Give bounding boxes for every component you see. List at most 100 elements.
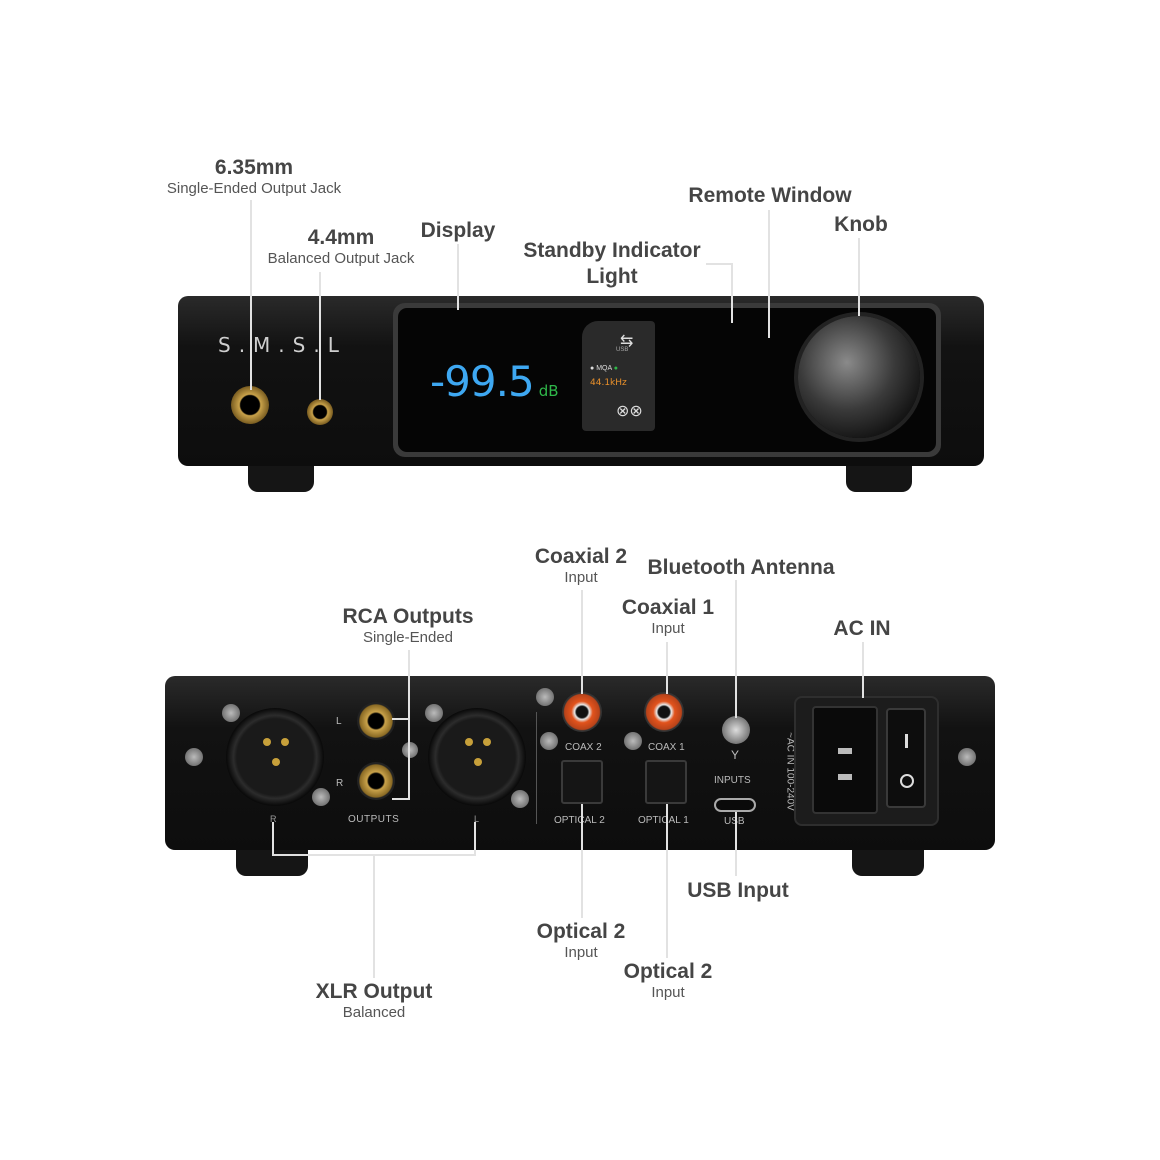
coax1-jack[interactable]: [644, 692, 684, 732]
leader-rca-bottom: [392, 798, 410, 800]
leader-remote: [768, 210, 770, 338]
usb-text: USB: [724, 816, 745, 827]
label-standby-line2: Light: [586, 265, 638, 288]
optical2-text: OPTICAL 2: [554, 815, 605, 826]
inputs-text: INPUTS: [714, 775, 751, 786]
antenna-icon: Y: [731, 748, 740, 762]
rca-right-text: R: [336, 778, 344, 789]
label-635-sub: Single-Ended Output Jack: [166, 180, 342, 197]
leader-usb: [735, 812, 737, 876]
xlr-output-left[interactable]: [428, 708, 526, 806]
label-knob: Knob: [811, 213, 911, 237]
xlr-output-right[interactable]: [226, 708, 324, 806]
leader-xlr-v: [373, 854, 375, 978]
leader-635: [250, 200, 252, 390]
brand-logo: S.M.S.L: [218, 333, 347, 357]
rca-left-text: L: [336, 716, 342, 727]
usb-small-label: USB: [616, 347, 629, 353]
optical2-port[interactable]: [561, 760, 603, 804]
label-opt2a-sub: Input: [564, 944, 598, 961]
volume-unit: dB: [538, 382, 559, 400]
coax1-text: COAX 1: [648, 742, 685, 753]
leader-display: [457, 244, 459, 310]
label-knob-title: Knob: [834, 213, 888, 236]
label-display: Display: [408, 219, 508, 243]
screw: [536, 688, 554, 706]
label-opt2b-sub: Input: [651, 984, 685, 1001]
optical1-port[interactable]: [645, 760, 687, 804]
label-acin-title: AC IN: [833, 617, 891, 640]
sample-rate: 44.1kHz: [590, 378, 627, 388]
leader-rca-v: [408, 650, 410, 800]
leader-xlr-l: [272, 822, 274, 856]
label-44-title: 4.4mm: [307, 226, 375, 249]
screw: [958, 748, 976, 766]
ac-inlet[interactable]: [812, 706, 878, 814]
label-coax1: Coaxial 1 Input: [598, 596, 738, 638]
label-coax2-title: Coaxial 2: [534, 545, 628, 568]
volume-readout: -99.5 dB: [430, 357, 559, 406]
power-off-mark: [900, 774, 914, 788]
label-opt2b-title: Optical 2: [623, 960, 713, 983]
leader-bt: [735, 580, 737, 718]
label-rca-title: RCA Outputs: [342, 605, 474, 628]
coax2-text: COAX 2: [565, 742, 602, 753]
jack-44mm[interactable]: [307, 399, 333, 425]
label-44-sub: Balanced Output Jack: [267, 250, 415, 267]
leader-coax1: [666, 642, 668, 694]
label-display-title: Display: [420, 219, 496, 242]
label-acin: AC IN: [812, 617, 912, 641]
rca-output-left[interactable]: [357, 702, 395, 740]
leader-knob: [858, 238, 860, 316]
xlr-output-icon: ⊗⊗: [616, 403, 643, 420]
usb-icon: ⇆: [620, 333, 634, 350]
label-xlr-sub: Balanced: [342, 1004, 406, 1021]
power-switch[interactable]: [886, 708, 926, 808]
leader-44: [319, 272, 321, 400]
coax2-jack[interactable]: [562, 692, 602, 732]
leader-rca-top: [392, 718, 410, 720]
leader-opt2b: [666, 804, 668, 958]
outputs-text: OUTPUTS: [348, 814, 400, 825]
screw: [425, 704, 443, 722]
leader-opt2a: [581, 804, 583, 918]
label-standby: Standby Indicator Light: [512, 239, 712, 289]
status-panel: ⇆ USB ● MQA ● 44.1kHz ⊗⊗: [582, 321, 655, 431]
screw: [312, 788, 330, 806]
label-635-title: 6.35mm: [214, 156, 294, 179]
label-opt2b: Optical 2 Input: [598, 960, 738, 1002]
label-coax1-sub: Input: [651, 620, 685, 637]
label-coax2-sub: Input: [564, 569, 598, 586]
label-xlr: XLR Output Balanced: [294, 980, 454, 1022]
label-standby-line1: Standby Indicator: [523, 239, 701, 262]
label-usb-title: USB Input: [687, 879, 789, 902]
jack-635mm[interactable]: [231, 386, 269, 424]
screw: [185, 748, 203, 766]
bluetooth-antenna-connector[interactable]: [722, 716, 750, 744]
leader-xlr-r: [474, 822, 476, 856]
label-635: 6.35mm Single-Ended Output Jack: [154, 156, 354, 198]
panel-divider: [536, 712, 537, 824]
leader-coax2: [581, 590, 583, 694]
label-bt: Bluetooth Antenna: [636, 556, 846, 580]
volume-value: -99.5: [430, 357, 535, 406]
screw: [222, 704, 240, 722]
xlr-left-text: L: [474, 814, 480, 824]
leader-standby-h: [706, 263, 733, 265]
optical1-text: OPTICAL 1: [638, 815, 689, 826]
screw: [540, 732, 558, 750]
leader-acin: [862, 642, 864, 698]
screw: [402, 742, 418, 758]
screw: [624, 732, 642, 750]
rca-output-right[interactable]: [357, 762, 395, 800]
label-remote-title: Remote Window: [688, 184, 852, 207]
label-rca: RCA Outputs Single-Ended: [308, 605, 508, 647]
label-coax1-title: Coaxial 1: [621, 596, 715, 619]
volume-knob[interactable]: [798, 316, 920, 438]
label-rca-sub: Single-Ended: [362, 629, 454, 646]
xlr-right-text: R: [270, 814, 277, 824]
label-usb: USB Input: [668, 879, 808, 903]
label-opt2a-title: Optical 2: [536, 920, 626, 943]
label-bt-title: Bluetooth Antenna: [647, 556, 835, 579]
usb-c-port[interactable]: [714, 798, 756, 812]
